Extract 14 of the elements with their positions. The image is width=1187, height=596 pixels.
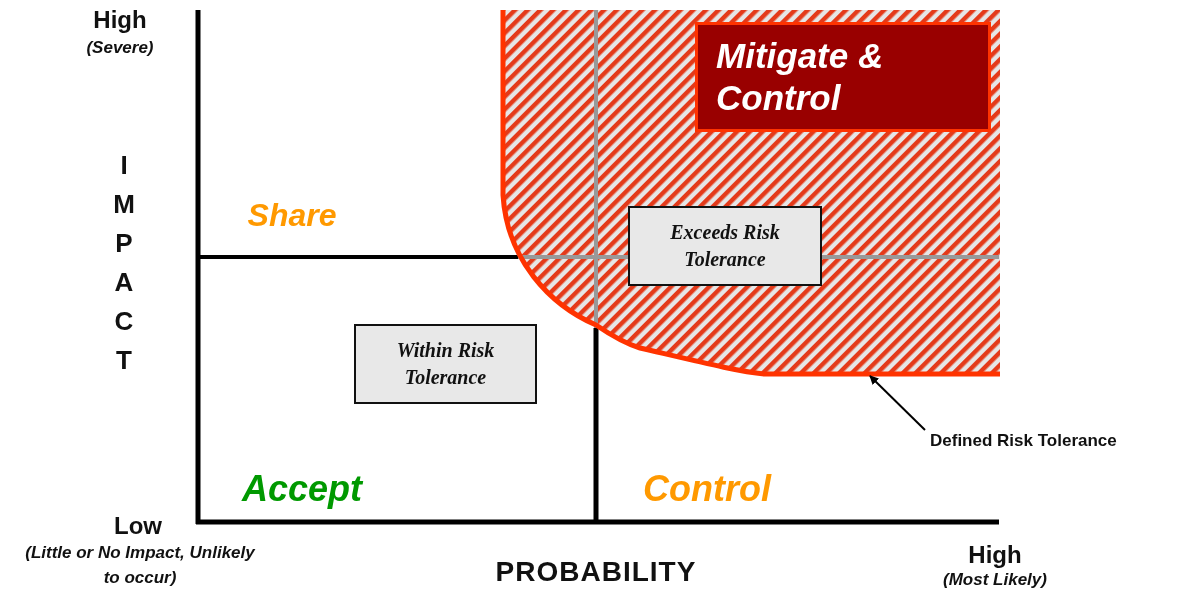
axis-label: (Most Likely) — [942, 570, 1048, 591]
axis-label: High — [967, 541, 1023, 570]
axis-label: Low — [113, 512, 163, 541]
axis-label: (Severe) — [85, 38, 155, 59]
callout-text: Defined Risk Tolerance — [930, 428, 1175, 454]
axis-label: PROBABILITY — [494, 555, 698, 589]
axis-label: (Little or No Impact, Unlikely to occur) — [24, 542, 256, 589]
note-box: Within Risk Tolerance — [354, 324, 537, 404]
axis-label: Accept — [240, 467, 364, 511]
axis-title: IMPACT — [112, 149, 136, 377]
leader-line — [869, 375, 926, 431]
axis-label: Control — [642, 467, 773, 511]
axis-label: Share — [246, 196, 338, 235]
axis-label: High — [92, 6, 148, 35]
